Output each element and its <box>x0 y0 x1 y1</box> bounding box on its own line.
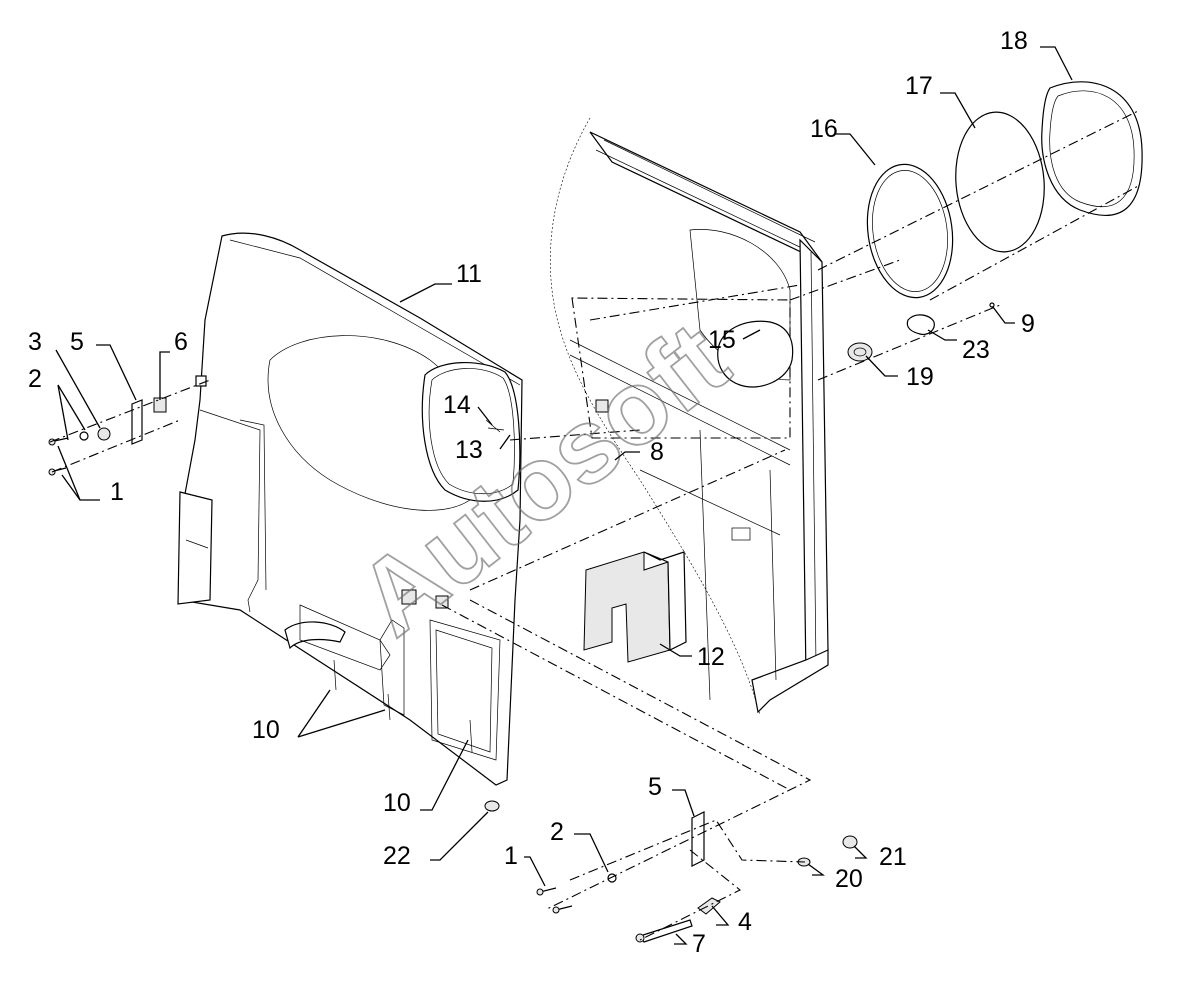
callout-10-right: 10 <box>383 789 411 817</box>
callout-13: 13 <box>455 436 483 464</box>
callout-15: 15 <box>708 326 736 354</box>
callout-8: 8 <box>650 438 664 466</box>
callout-9: 9 <box>1021 310 1035 338</box>
callout-2-lower: 2 <box>550 818 564 846</box>
callout-18: 18 <box>1000 27 1028 55</box>
callout-4: 4 <box>738 908 752 936</box>
side-panel <box>177 232 523 786</box>
callout-7: 7 <box>692 930 706 958</box>
callout-20: 20 <box>835 865 863 893</box>
callout-21: 21 <box>879 843 907 871</box>
callout-23: 23 <box>962 336 990 364</box>
callout-3: 3 <box>28 328 42 356</box>
assembly-lines <box>49 109 1141 941</box>
callout-5-lower: 5 <box>648 773 662 801</box>
callout-6: 6 <box>174 328 188 356</box>
callout-12: 12 <box>697 643 725 671</box>
callout-16: 16 <box>810 115 838 143</box>
callout-14: 14 <box>443 391 471 419</box>
callout-22: 22 <box>383 842 411 870</box>
callout-11: 11 <box>456 260 482 288</box>
small-parts <box>48 302 995 943</box>
callout-1-lower: 1 <box>504 842 518 870</box>
cabinet-frame <box>550 117 829 716</box>
callout-1: 1 <box>110 478 124 506</box>
callout-labels: 1 2 3 5 6 11 14 13 8 15 16 17 18 9 23 19… <box>28 27 1035 958</box>
window-parts <box>866 81 1143 299</box>
callout-19: 19 <box>906 363 934 391</box>
leader-lines <box>55 46 1073 945</box>
callout-10-left: 10 <box>252 716 280 744</box>
callout-5: 5 <box>70 328 84 356</box>
callout-17: 17 <box>905 72 933 100</box>
foam-block <box>583 551 687 663</box>
callout-2: 2 <box>28 365 42 393</box>
